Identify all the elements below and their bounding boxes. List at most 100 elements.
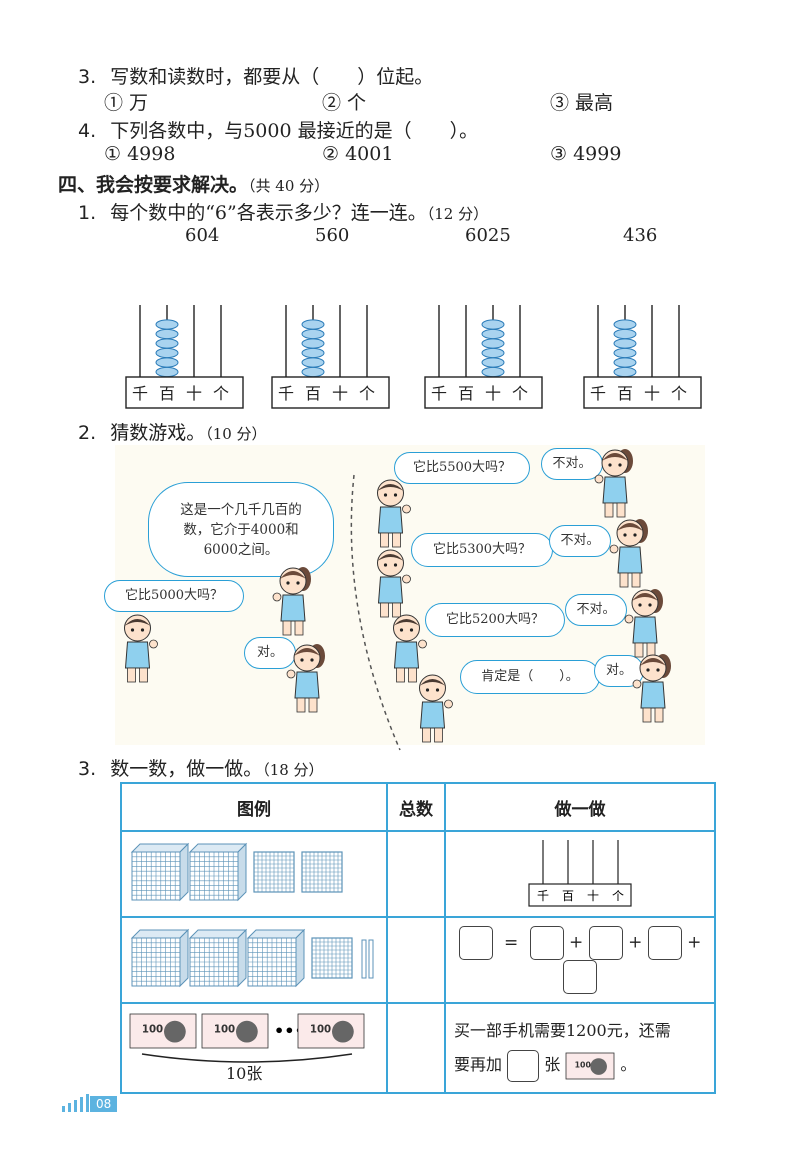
abacus-bead (481, 319, 505, 330)
svg-text:100: 100 (142, 1025, 163, 1036)
place-label: 个 (612, 889, 624, 903)
question-number: 1. (78, 202, 97, 224)
abacus-bead (301, 347, 325, 359)
question-number: 4. (78, 120, 97, 142)
q4-option-2: ② 4001 (322, 143, 394, 165)
bubble-final: 肯定是（ ）。 (460, 660, 600, 694)
place-label: 千 (132, 384, 148, 403)
abacus-bead (613, 328, 637, 340)
answer-box[interactable] (507, 1049, 540, 1082)
problem-3: 3. 数一数，做一做。（18 分） (78, 754, 324, 781)
boy-illustration (377, 479, 411, 548)
number-436: 436 (623, 225, 658, 246)
phone-text-b: 张 (544, 1055, 561, 1074)
problem-text: 猜数游戏。 (110, 422, 206, 444)
abacus-frame (528, 883, 632, 907)
banknote: 100 (129, 1013, 197, 1049)
abacus-bead (301, 366, 325, 378)
girl-illustration (272, 567, 311, 636)
q3-option-1: ① 万 (104, 92, 149, 114)
thousand-cube (246, 928, 306, 988)
place-label: 千 (590, 384, 606, 403)
problem-text: 数一数，做一做。 (110, 758, 263, 780)
header-legend: 图例 (120, 782, 388, 832)
total-input-2[interactable] (386, 916, 446, 1004)
page-footer: 08 (60, 1093, 118, 1112)
abacus-bead (613, 319, 637, 330)
answer-box[interactable] (647, 926, 682, 960)
svg-text:100: 100 (310, 1025, 331, 1036)
abacus-bead (155, 357, 179, 368)
problem-1: 1. 每个数中的“6”各表示多少？连一连。（12 分） (78, 198, 488, 225)
bubble-yes: 对。 (244, 637, 296, 669)
q4-option-3: ③ 4999 (550, 143, 622, 165)
boy-illustration (377, 549, 411, 618)
abacus-4: 千百十个 (583, 305, 702, 409)
girl-illustration (624, 589, 663, 658)
bubble-intro: 这是一个几千几百的数，它介于4000和6000之间。 (148, 482, 334, 577)
bubble-q5300: 它比5300大吗？ (411, 533, 553, 567)
header-do: 做一做 (444, 782, 716, 832)
question-text: 下列各数中，与5000 最接近的是（ ）。 (110, 120, 479, 142)
section-title: 四、我会按要求解决。 (58, 174, 249, 196)
banknote: 100 (565, 1052, 615, 1079)
do-cell-2: = + + + (444, 916, 716, 1004)
total-input-1[interactable] (386, 830, 446, 918)
answer-box[interactable] (529, 926, 564, 960)
section-points: （共 40 分） (248, 177, 330, 195)
place-label: 百 (305, 384, 321, 403)
abacus-bead (613, 366, 637, 378)
abacus-2: 千百十个 (271, 305, 390, 409)
abacus-bead (301, 328, 325, 340)
place-label: 百 (562, 889, 574, 903)
abacus-bead (301, 319, 325, 330)
hundred-flat (301, 851, 343, 893)
abacus-bead (155, 319, 179, 330)
abacus-bead (155, 347, 179, 359)
place-label: 百 (617, 384, 633, 403)
abacus-bead (155, 328, 179, 340)
answer-box[interactable] (588, 926, 623, 960)
thousand-cube (188, 842, 248, 902)
q3-option-2: ② 个 (322, 92, 367, 114)
abacus-frame (271, 376, 390, 409)
place-label: 个 (671, 384, 687, 403)
plus-sign: + (569, 932, 584, 953)
do-cell-1: 千百十个 (444, 830, 716, 918)
total-input-3[interactable] (386, 1002, 446, 1094)
abacus-bead (481, 357, 505, 368)
problem-points: （18 分） (262, 761, 324, 779)
boy-illustration (419, 674, 453, 743)
problem-points: （12 分） (426, 205, 489, 223)
place-label: 十 (587, 889, 599, 903)
place-label: 个 (359, 384, 375, 403)
thousand-cube (130, 928, 190, 988)
equals-sign: = (503, 932, 519, 953)
svg-text:100: 100 (575, 1060, 592, 1069)
problem-2: 2. 猜数游戏。（10 分） (78, 418, 267, 445)
legend-cell-2 (120, 916, 388, 1004)
place-label: 十 (485, 384, 501, 403)
abacus-1: 千百十个 (125, 305, 244, 409)
answer-box[interactable] (458, 926, 493, 960)
svg-text:100: 100 (214, 1025, 235, 1036)
abacus-bead (613, 347, 637, 359)
problem-text: 每个数中的“6”各表示多少？连一连。 (110, 202, 427, 224)
legend-cell-1 (120, 830, 388, 918)
abacus-3: 千百十个 (424, 305, 543, 409)
phone-text-line1: 买一部手机需要1200元，还需 (454, 1021, 671, 1040)
question-text: 写数和读数时，都要从（ ）位起。 (110, 66, 434, 88)
divider-curve (350, 474, 401, 751)
question-4: 4. 下列各数中，与5000 最接近的是（ ）。 (78, 116, 478, 143)
abacus-frame (424, 376, 543, 409)
abacus-bead (155, 366, 179, 378)
hundred-flat (311, 937, 353, 979)
answer-box[interactable] (563, 960, 597, 994)
place-label: 千 (537, 889, 549, 903)
number-6025: 6025 (465, 225, 511, 246)
ellipsis: ••• (274, 1021, 305, 1040)
place-label: 千 (278, 384, 294, 403)
question-3: 3. 写数和读数时，都要从（ ）位起。 (78, 62, 433, 89)
